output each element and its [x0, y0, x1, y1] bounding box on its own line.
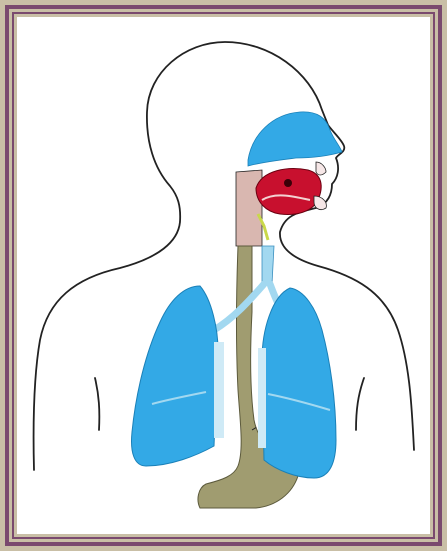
mediastinum-left-band: [214, 342, 224, 438]
pharynx: [236, 170, 262, 246]
oral-cavity: [256, 169, 321, 215]
figure-background: [17, 17, 430, 534]
mediastinum-right-band: [258, 348, 266, 448]
trachea: [262, 246, 274, 284]
mouth-dark-spot: [284, 179, 292, 187]
